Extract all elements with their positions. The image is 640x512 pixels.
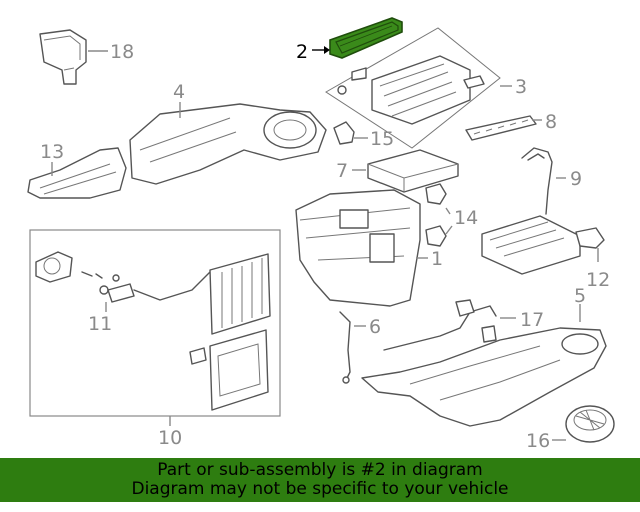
callout-4: 4 bbox=[173, 81, 185, 103]
part-18-actuator bbox=[39, 29, 87, 85]
callout-6: 6 bbox=[369, 316, 381, 338]
part-17-pipe bbox=[383, 299, 497, 351]
banner-line-2: Diagram may not be specific to your vehi… bbox=[131, 479, 509, 499]
part-11-valve bbox=[35, 251, 211, 303]
callout-10: 10 bbox=[158, 427, 182, 449]
parts-diagram: 18 2 3 4 15 13 8 bbox=[27, 17, 615, 452]
part-15-clip bbox=[333, 121, 355, 145]
part-4-duct bbox=[129, 103, 327, 185]
banner-line-1: Part or sub-assembly is #2 in diagram bbox=[157, 460, 483, 480]
part-3-case-assembly bbox=[325, 27, 501, 149]
callout-13: 13 bbox=[40, 141, 64, 163]
part-12-fitting bbox=[575, 227, 605, 249]
evaporator bbox=[209, 253, 271, 335]
callout-5: 5 bbox=[574, 285, 586, 307]
callout-16: 16 bbox=[526, 430, 550, 452]
part-14-actuators bbox=[425, 183, 447, 247]
info-banner: Part or sub-assembly is #2 in diagram Di… bbox=[0, 458, 640, 502]
callout-3: 3 bbox=[515, 76, 527, 98]
part-5-housing bbox=[361, 327, 607, 427]
part-16-blower bbox=[565, 405, 615, 443]
part-8-bar bbox=[465, 115, 537, 141]
callout-11: 11 bbox=[88, 313, 112, 335]
callout-18: 18 bbox=[110, 41, 134, 63]
part-2-highlighted bbox=[329, 17, 403, 59]
callout-15: 15 bbox=[370, 128, 394, 150]
callout-12: 12 bbox=[586, 269, 610, 291]
part-6-drain-tube bbox=[339, 311, 351, 384]
callout-2: 2 bbox=[296, 41, 308, 63]
callout-17: 17 bbox=[520, 309, 544, 331]
part-1-hvac-case bbox=[295, 189, 421, 307]
heater-core bbox=[481, 215, 581, 275]
part-9-pipe bbox=[521, 147, 553, 215]
callout-7: 7 bbox=[336, 160, 348, 182]
part-13-duct bbox=[27, 147, 127, 199]
group-10-box bbox=[29, 229, 281, 417]
callout-9: 9 bbox=[570, 168, 582, 190]
callout-14: 14 bbox=[454, 207, 478, 229]
part-7-filter bbox=[367, 149, 459, 193]
callout-1: 1 bbox=[431, 248, 443, 270]
callout-8: 8 bbox=[545, 111, 557, 133]
heater-core-lower bbox=[189, 329, 269, 411]
